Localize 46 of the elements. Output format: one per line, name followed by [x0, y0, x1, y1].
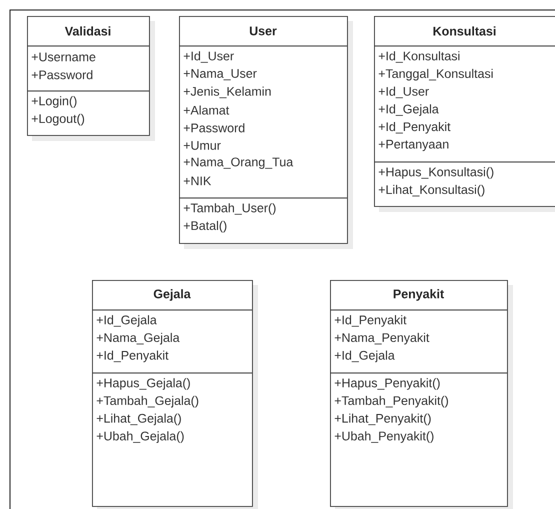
class-box — [92, 280, 258, 509]
class-name: Konsultasi — [434, 26, 496, 36]
attribute-text: +Id_User — [378, 86, 429, 98]
method-text: +Hapus_Konsultasi() — [378, 167, 494, 179]
method-text: +Tambah_User() — [184, 203, 276, 215]
class-name: User — [250, 26, 277, 36]
class-box — [178, 16, 353, 249]
attribute-text: +Jenis_Kelamin — [184, 86, 271, 98]
attribute-text: +Umur — [184, 141, 221, 150]
class-name: Penyakit — [394, 289, 444, 301]
attribute-text: +Password — [184, 123, 244, 132]
attribute-text: +Nama_Orang_Tua — [184, 158, 294, 169]
attribute-text: +Nama_Penyakit — [334, 332, 430, 344]
attribute-text: +Id_Penyakit — [334, 315, 406, 327]
attribute-text: +Id_Gejala — [378, 104, 439, 116]
class-box — [26, 16, 155, 141]
attribute-text: +NIK — [184, 176, 212, 186]
attribute-text: +Id_Gejala — [334, 350, 395, 362]
method-text: +Ubah_Penyakit() — [334, 431, 434, 443]
attribute-text: +Id_Konsultasi — [378, 51, 460, 63]
attribute-text: +Id_User — [184, 51, 234, 63]
method-text: +Lihat_Konsultasi() — [378, 184, 484, 196]
attribute-text: +Id_Gejala — [96, 315, 157, 327]
method-text: +Batal() — [184, 220, 226, 232]
class-name: Validasi — [64, 26, 110, 36]
method-text: +Tambah_Penyakit() — [334, 396, 448, 408]
attribute-text: +Alamat — [184, 106, 230, 115]
attribute-text: +Pertanyaan — [378, 140, 448, 152]
method-text: +Lihat_Gejala() — [96, 414, 181, 426]
attribute-text: +Nama_User — [184, 69, 257, 80]
method-text: +Hapus_Penyakit() — [334, 378, 440, 390]
class-box — [330, 280, 513, 509]
method-text: +Hapus_Gejala() — [96, 378, 190, 390]
method-text: +Login() — [32, 96, 76, 108]
method-text: +Lihat_Penyakit() — [334, 414, 431, 426]
attribute-text: +Id_Penyakit — [96, 350, 168, 362]
method-text: +Tambah_Gejala() — [96, 396, 198, 408]
attribute-text: +Id_Penyakit — [378, 122, 450, 134]
attribute-text: +Password — [32, 70, 92, 80]
attribute-text: +Tanggal_Konsultasi — [378, 68, 493, 80]
method-text: +Logout() — [32, 114, 84, 126]
class-box — [374, 16, 555, 212]
class-name: Gejala — [154, 289, 191, 301]
method-text: +Ubah_Gejala() — [96, 431, 184, 443]
attribute-text: +Username — [32, 52, 96, 62]
attribute-text: +Nama_Gejala — [96, 332, 180, 344]
